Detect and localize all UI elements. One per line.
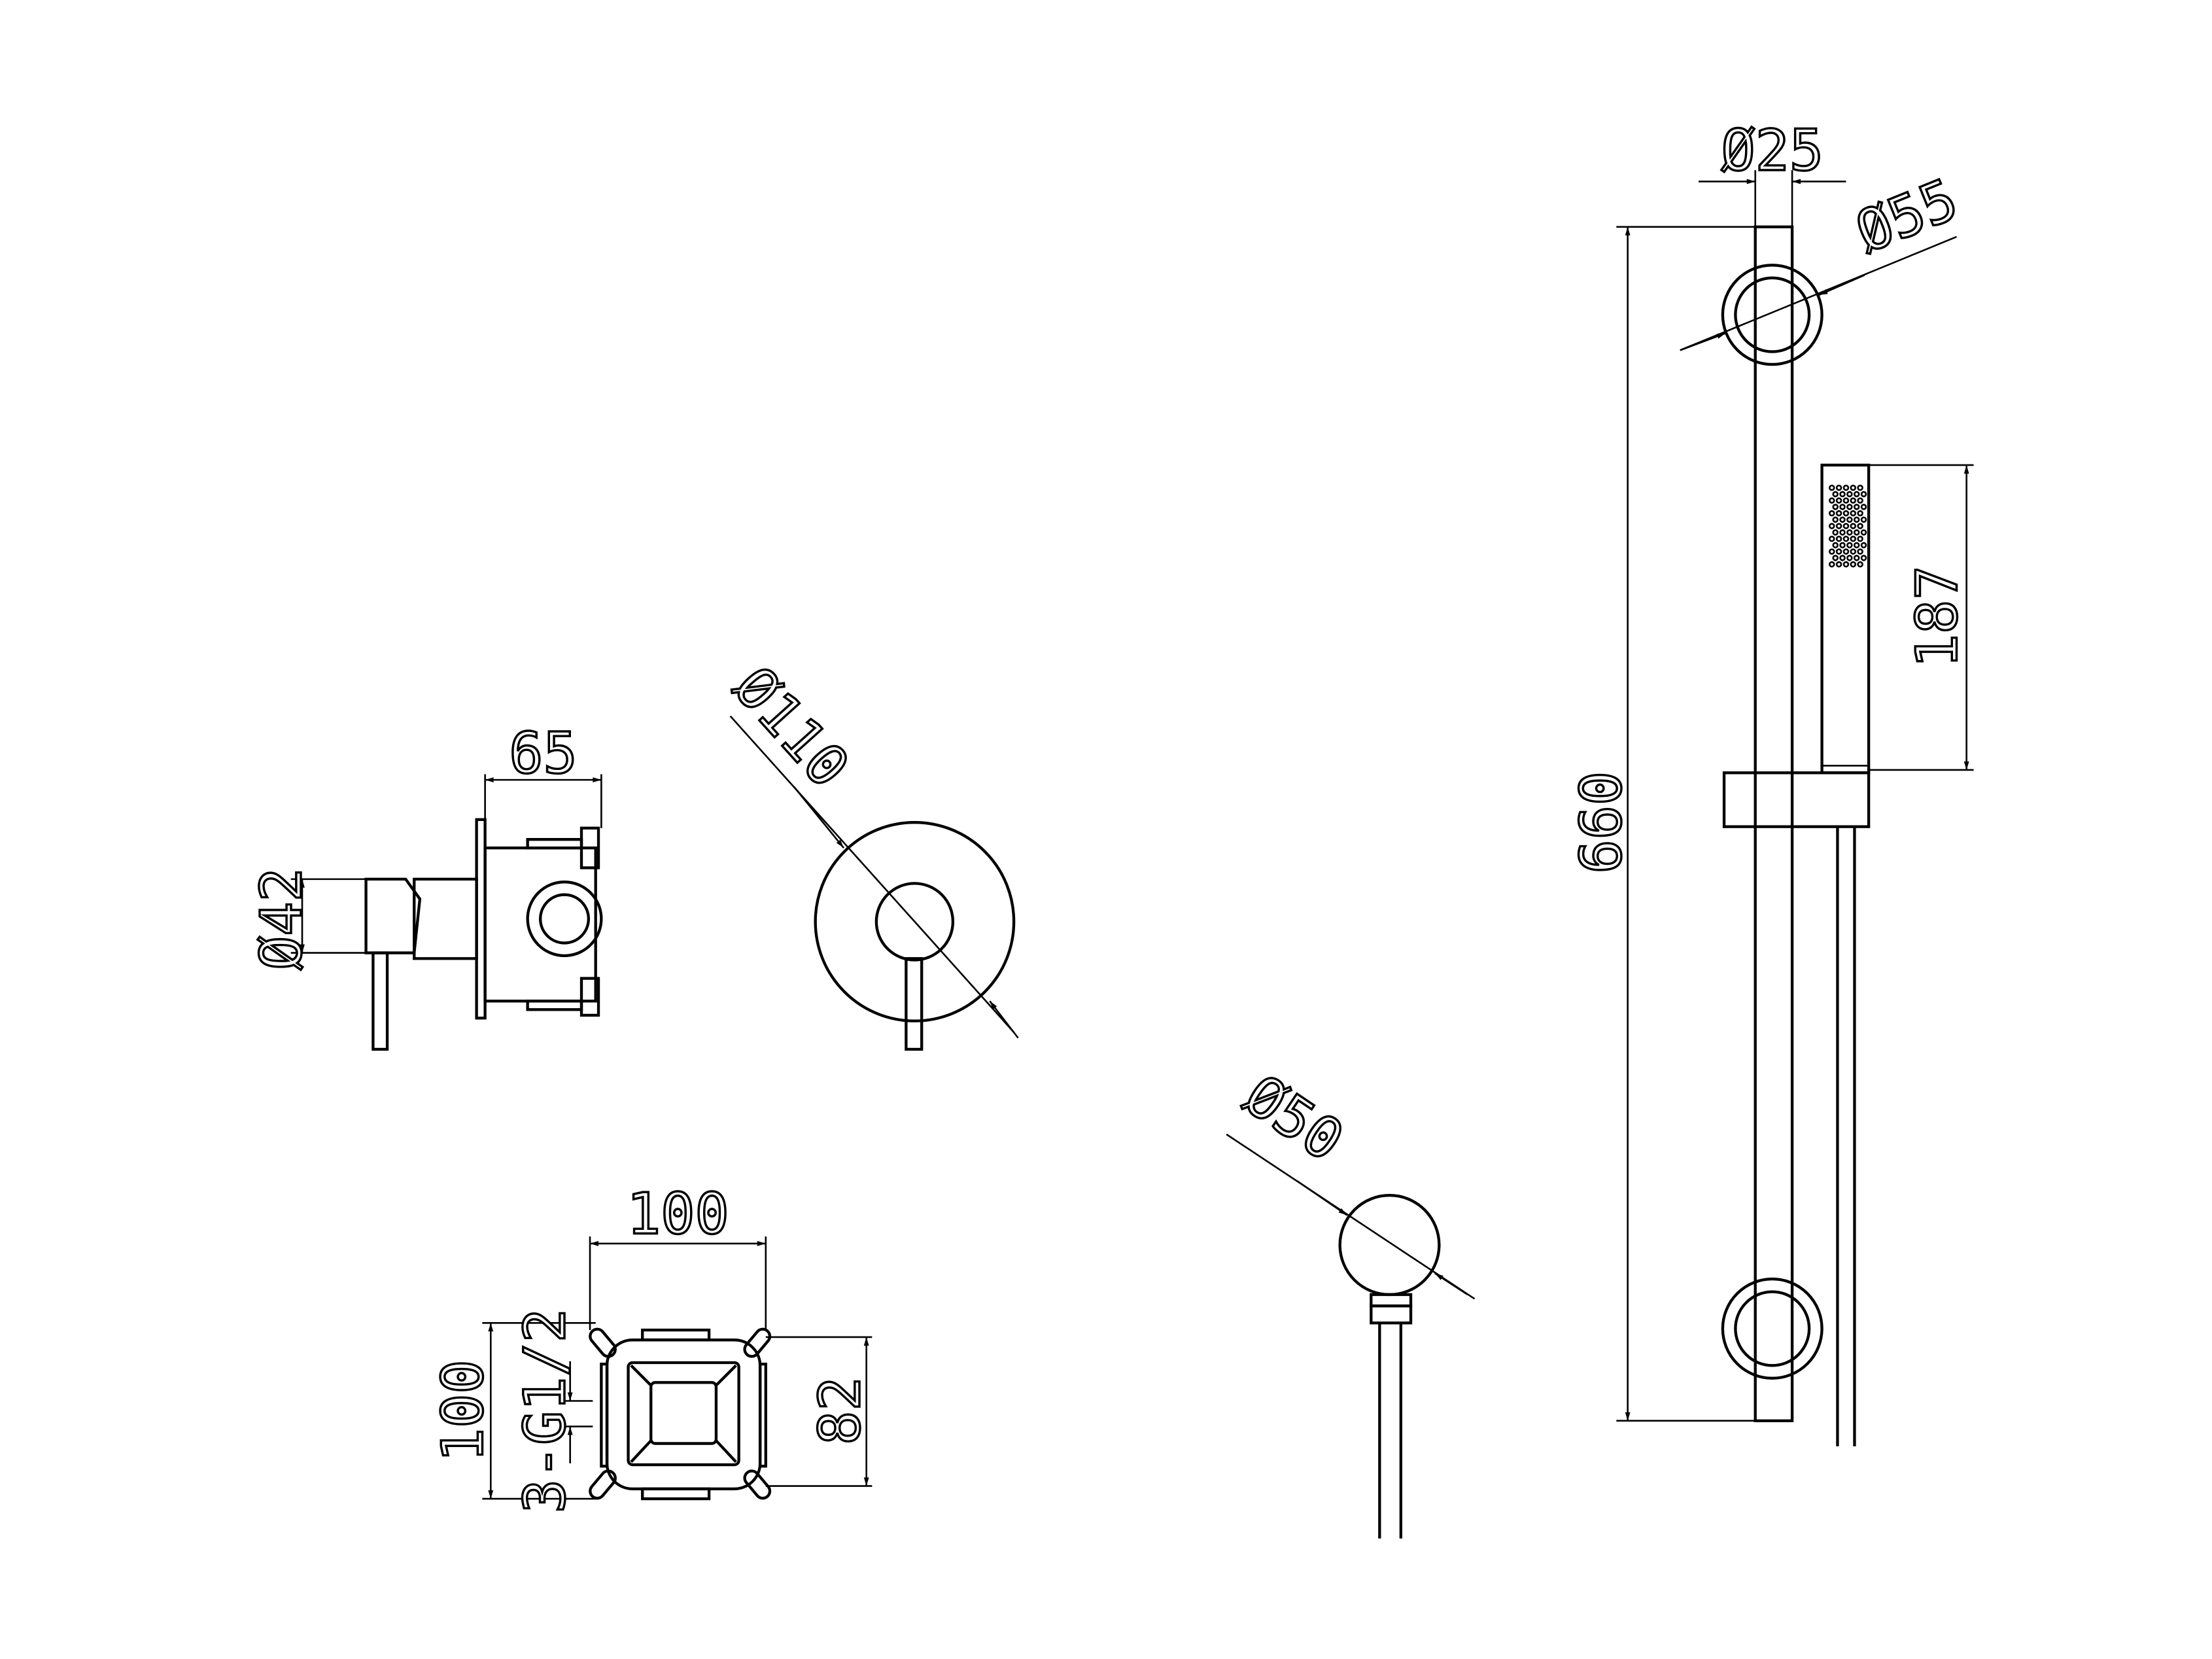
handle-diameter-label: Ø42: [249, 867, 315, 970]
nozzle-dot: [1839, 516, 1846, 523]
nozzle-dot: [1832, 529, 1839, 536]
nozzle-dot: [1857, 510, 1863, 517]
nozzle-dot: [1860, 516, 1867, 523]
nozzle-dot: [1835, 561, 1842, 568]
hand-shower-length-label: 187: [1905, 566, 1971, 669]
nozzle-dot: [1860, 491, 1867, 498]
nozzle-dot: [1860, 542, 1867, 549]
valve-depth-label: 65: [509, 721, 577, 786]
nozzle-dot: [1842, 523, 1850, 529]
nozzle-dot: [1860, 504, 1867, 510]
nozzle-dot: [1842, 484, 1850, 491]
nozzle-dot: [1853, 504, 1860, 510]
nozzle-dot: [1842, 548, 1850, 555]
concealed-box: 100 100 3-G1/2 82: [430, 1181, 874, 1514]
nozzle-dot: [1846, 542, 1853, 549]
nozzle-dot: [1857, 523, 1863, 529]
nozzle-dot: [1857, 548, 1863, 555]
nozzle-dot: [1850, 535, 1857, 542]
nozzle-dot: [1857, 484, 1863, 491]
rail-diameter-label: Ø25: [1721, 118, 1823, 184]
nozzle-dot: [1842, 561, 1850, 568]
nozzle-dot: [1842, 497, 1850, 504]
nozzle-dot: [1832, 516, 1839, 523]
nozzle-dot: [1842, 535, 1850, 542]
nozzle-dot: [1839, 504, 1846, 510]
nozzle-dot: [1835, 497, 1842, 504]
nozzle-dot: [1835, 510, 1842, 517]
nozzle-dot: [1832, 491, 1839, 498]
nozzle-dot: [1846, 504, 1853, 510]
nozzle-dot: [1835, 535, 1842, 542]
nozzle-dot: [1853, 555, 1860, 561]
valve-side-view: 65 Ø42: [248, 720, 603, 1051]
spray-nozzles: [1829, 484, 1867, 568]
box-width-label: 100: [627, 1182, 729, 1248]
nozzle-dot: [1829, 561, 1835, 568]
nozzle-dot: [1853, 491, 1860, 498]
valve-front-view: Ø110: [720, 654, 1019, 1051]
nozzle-dot: [1853, 516, 1860, 523]
nozzle-dot: [1846, 555, 1853, 561]
shower-rail: Ø25 Ø55 660 187: [1568, 117, 1974, 1446]
plate-diameter-label: Ø110: [721, 655, 861, 800]
nozzle-dot: [1857, 561, 1863, 568]
bracket-diameter-label: Ø55: [1847, 167, 1967, 266]
nozzle-dot: [1860, 555, 1867, 561]
nozzle-dot: [1850, 548, 1857, 555]
nozzle-dot: [1832, 555, 1839, 561]
nozzle-dot: [1839, 542, 1846, 549]
nozzle-dot: [1835, 484, 1842, 491]
box-height-label: 100: [430, 1359, 496, 1462]
nozzle-dot: [1835, 548, 1842, 555]
nozzle-dot: [1829, 548, 1835, 555]
nozzle-dot: [1842, 510, 1850, 517]
nozzle-dot: [1850, 523, 1857, 529]
elbow-diameter-label: Ø50: [1233, 1063, 1355, 1174]
nozzle-dot: [1860, 529, 1867, 536]
nozzle-dot: [1850, 497, 1857, 504]
nozzle-dot: [1829, 535, 1835, 542]
wall-elbow: Ø50: [1226, 1062, 1476, 1539]
nozzle-dot: [1829, 484, 1835, 491]
nozzle-dot: [1857, 497, 1863, 504]
nozzle-dot: [1839, 529, 1846, 536]
nozzle-dot: [1835, 523, 1842, 529]
nozzle-dot: [1829, 497, 1835, 504]
box-inner-label: 82: [808, 1376, 873, 1444]
box-ports-label: 3-G1/2: [513, 1308, 578, 1513]
nozzle-dot: [1853, 542, 1860, 549]
nozzle-dot: [1832, 504, 1839, 510]
nozzle-dot: [1846, 529, 1853, 536]
nozzle-dot: [1839, 491, 1846, 498]
nozzle-dot: [1857, 535, 1863, 542]
nozzle-dot: [1829, 510, 1835, 517]
nozzle-dot: [1853, 529, 1860, 536]
nozzle-dot: [1832, 542, 1839, 549]
nozzle-dot: [1829, 523, 1835, 529]
nozzle-dot: [1839, 555, 1846, 561]
nozzle-dot: [1850, 484, 1857, 491]
nozzle-dot: [1846, 516, 1853, 523]
nozzle-dot: [1850, 510, 1857, 517]
nozzle-dot: [1846, 491, 1853, 498]
rail-length-label: 660: [1569, 771, 1634, 874]
nozzle-dot: [1850, 561, 1857, 568]
